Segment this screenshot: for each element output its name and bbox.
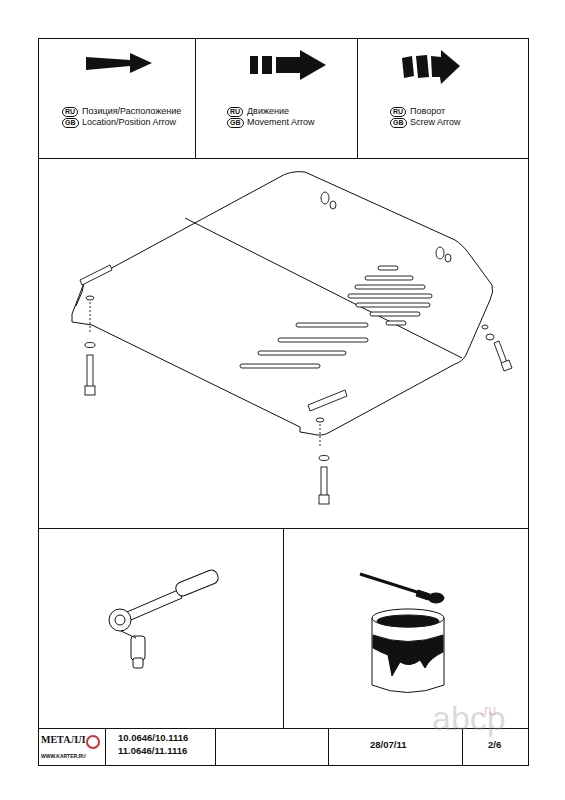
lang-badge: GB xyxy=(390,118,407,128)
arrow-icons xyxy=(86,50,460,84)
caption-en: Movement Arrow xyxy=(247,118,315,128)
logo-mark xyxy=(87,736,99,748)
lang-badge: GB xyxy=(62,118,79,128)
logo-url: WWW.KARTER.RU xyxy=(41,754,86,760)
caption-ru: Позиция/Расположение xyxy=(82,107,181,117)
lang-badge: GB xyxy=(227,118,244,128)
lang-badge: RU xyxy=(227,107,243,117)
caption-ru: Движение xyxy=(247,107,289,117)
page-number: 2/6 xyxy=(488,740,501,750)
part-code: 10.0646/10.1116 xyxy=(118,733,188,743)
part-code: 11.0646/11.1116 xyxy=(118,746,187,756)
caption-en: Screw Arrow xyxy=(410,118,461,128)
skid-plate xyxy=(72,172,493,436)
caption-en: Location/Position Arrow xyxy=(82,118,176,128)
date: 28/07/11 xyxy=(370,740,406,750)
caption-ru: Поворот xyxy=(410,107,445,117)
lang-badge: RU xyxy=(62,107,78,117)
vent-slots xyxy=(240,266,432,368)
lang-badge: RU xyxy=(390,107,406,117)
brackets-and-bolts xyxy=(80,192,512,504)
watermark: .ru xyxy=(480,703,496,718)
logo-text: МЕТАЛЛ xyxy=(41,734,85,745)
ratchet-wrench xyxy=(109,568,220,668)
paint-can xyxy=(360,574,444,693)
